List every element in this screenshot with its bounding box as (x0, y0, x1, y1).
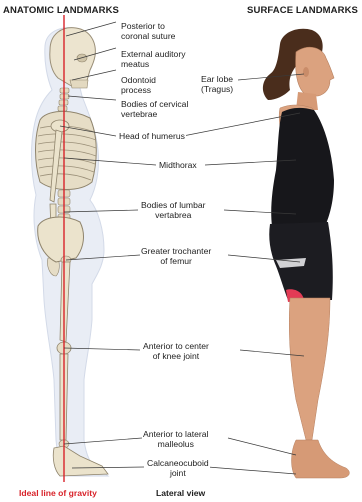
label-bodies-cervical-vertebrae: Bodies of cervical vertebrae (120, 99, 189, 119)
label-posterior-coronal-suture: Posterior to coronal suture (120, 21, 176, 41)
label-calcaneocuboid-joint: Calcaneocuboid joint (146, 458, 210, 478)
ear (303, 67, 309, 77)
label-odontoid-process: Odontoid process (120, 75, 157, 95)
tank-top (271, 108, 334, 226)
label-external-auditory-meatus: External auditory meatus (120, 49, 187, 69)
woman-foot (292, 440, 350, 478)
jaw (70, 80, 88, 88)
label-ear-lobe: Ear lobe (Tragus) (200, 74, 234, 94)
label-bodies-lumbar-vertebrae: Bodies of lumbar vertabrea (140, 200, 207, 220)
label-midthorax: Midthorax (158, 160, 198, 170)
gravity-line-caption: Ideal line of gravity (19, 488, 97, 498)
label-anterior-knee-joint: Anterior to center of knee joint (142, 341, 210, 361)
lateral-view-caption: Lateral view (156, 488, 205, 498)
legs (289, 298, 330, 440)
label-greater-trochanter: Greater trochanter of femur (140, 246, 212, 266)
skeleton-illustration (32, 28, 109, 476)
woman-illustration (263, 29, 349, 478)
head (296, 47, 334, 96)
label-head-of-humerus: Head of humerus (118, 131, 186, 141)
label-anterior-lateral-malleolus: Anterior to lateral malleolus (142, 429, 209, 449)
